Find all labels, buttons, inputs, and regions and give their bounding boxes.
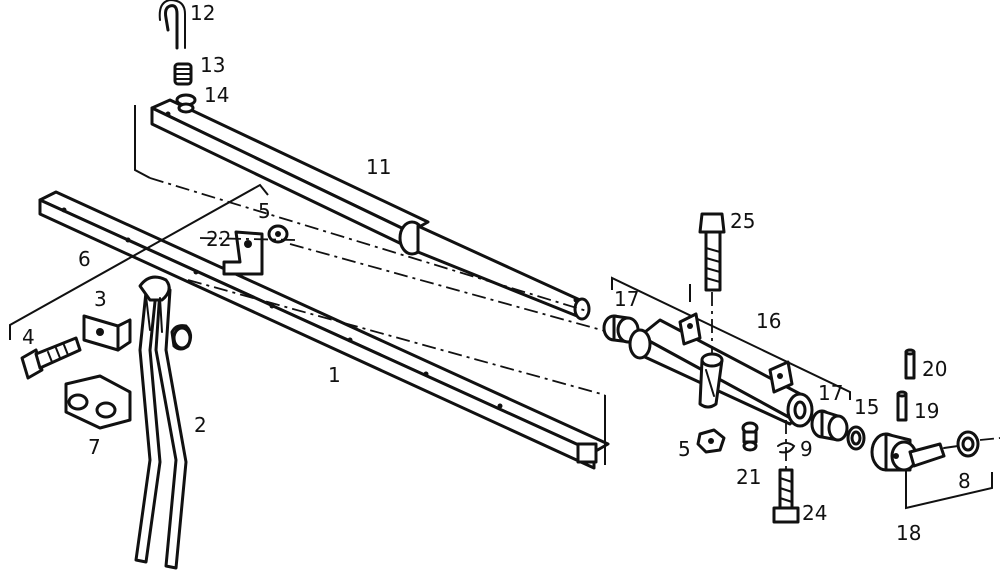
- label-2: 2: [194, 413, 207, 437]
- part-6-bracket: [9, 183, 269, 340]
- label-12: 12: [190, 1, 215, 25]
- part-5-nut-upper: [267, 224, 289, 244]
- part-13-spring: [173, 62, 193, 86]
- label-21: 21: [736, 465, 761, 489]
- part-22-bracket: [222, 230, 264, 276]
- label-17-left: 17: [614, 287, 639, 311]
- label-5-upper: 5: [258, 199, 271, 223]
- part-17-bushing-left: [602, 314, 640, 344]
- label-13: 13: [200, 53, 225, 77]
- part-5-nut-lower: [696, 428, 726, 454]
- label-25: 25: [730, 209, 755, 233]
- part-4-bolt: [20, 336, 82, 380]
- label-5-lower: 5: [678, 437, 691, 461]
- label-19: 19: [914, 399, 939, 423]
- label-7: 7: [88, 435, 101, 459]
- part-19-pin: [896, 390, 908, 422]
- label-8: 8: [958, 469, 971, 493]
- label-4: 4: [22, 325, 35, 349]
- label-22: 22: [206, 227, 231, 251]
- label-15: 15: [854, 395, 879, 419]
- label-20: 20: [922, 357, 947, 381]
- part-18-bracket: [905, 470, 993, 510]
- part-25-bolt: [698, 212, 726, 356]
- part-17-bushing-right: [810, 409, 849, 442]
- part-18-yoke: [870, 432, 946, 472]
- part-5-spacer-lower: [698, 352, 724, 409]
- part-1-bracket: [187, 279, 606, 465]
- part-2-levers: [134, 275, 193, 570]
- part-15-ring: [846, 425, 866, 451]
- label-6: 6: [78, 247, 91, 271]
- part-11-bracket: [134, 105, 591, 313]
- part-7-clamp: [64, 374, 132, 430]
- part-8-ball-joint: [943, 430, 1000, 458]
- label-17-right: 17: [818, 381, 843, 405]
- part-11-rod: [150, 98, 591, 321]
- part-1-bar: [38, 190, 610, 470]
- alignment-line-22: [199, 237, 297, 241]
- label-16: 16: [756, 309, 781, 333]
- label-9: 9: [800, 437, 813, 461]
- label-18: 18: [896, 521, 921, 545]
- label-1: 1: [328, 363, 341, 387]
- part-3-clip: [82, 314, 132, 352]
- part-right-group-bracket: [611, 276, 851, 400]
- label-24: 24: [802, 501, 827, 525]
- part-14-washer: [175, 93, 197, 114]
- part-20-pin: [904, 348, 916, 380]
- label-14: 14: [204, 83, 229, 107]
- label-11: 11: [366, 155, 391, 179]
- label-3: 3: [94, 287, 107, 311]
- part-24-bolt: [772, 420, 800, 524]
- part-12-hook: [158, 0, 186, 50]
- part-21-grease-nipple: [741, 421, 759, 452]
